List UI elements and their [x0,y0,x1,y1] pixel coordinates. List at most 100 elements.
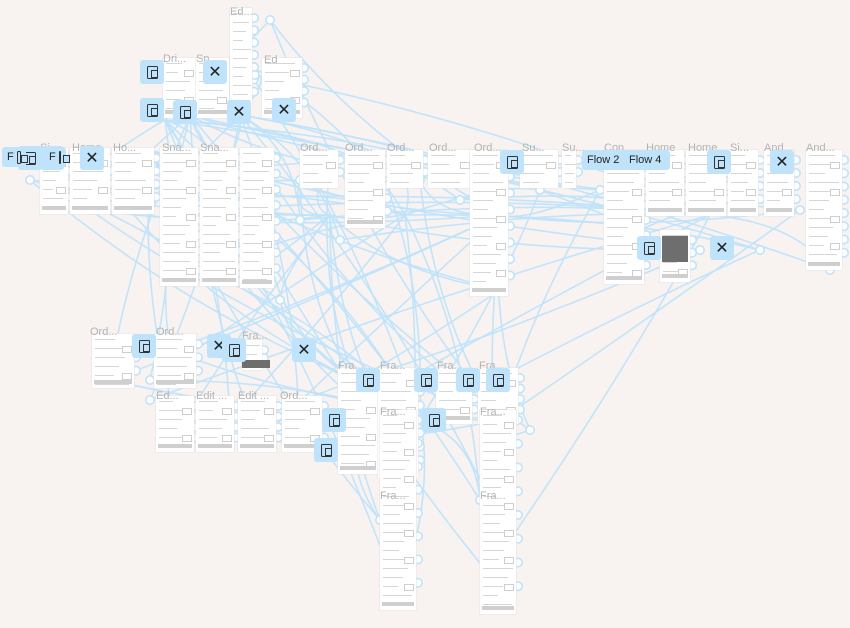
wireframe-field [373,162,383,169]
wireframe-line [483,550,504,551]
screen-frame-16[interactable] [562,150,577,188]
close-icon[interactable]: ✕ [227,100,251,124]
wireframe-line [95,339,115,340]
wireframe-line [483,604,512,605]
screen-frame-28[interactable] [196,396,234,452]
wireframe-line [241,428,269,429]
flow-start-node[interactable] [414,368,438,392]
wireframe-line [483,514,505,515]
flow-chip-2[interactable]: Flow 2 [582,150,634,170]
wireframe-line [523,164,549,165]
flow-chip-0[interactable]: F [2,147,29,167]
wireframe-line [241,437,264,438]
screen-frame-8[interactable] [200,148,238,286]
screen-frame-29[interactable] [238,396,276,452]
flow-start-node[interactable] [456,368,480,392]
flow-start-node[interactable] [140,98,164,122]
wireframe-line [199,437,217,438]
screen-frame-6[interactable] [112,148,154,214]
screen-frame-36[interactable] [480,410,516,614]
wireframe-line [265,90,279,91]
wireframe-field [496,216,506,223]
wireframe-line [341,400,361,401]
wireframe-line [243,270,272,271]
wireframe-line [166,90,186,91]
screen-frame-27[interactable] [156,396,194,452]
close-icon[interactable]: ✕ [203,60,227,84]
wireframe-field [222,435,232,442]
flow-start-node[interactable] [322,408,346,432]
wireframe-field [226,214,236,221]
screen-frame-11[interactable] [345,150,385,228]
connection-port-209 [524,424,535,435]
wireframe-field [496,243,506,250]
wireframe-line [199,428,222,429]
flow-start-node[interactable] [173,100,197,124]
wireframe-line [203,252,221,253]
screen-frame-20[interactable] [728,150,758,216]
flow-start-node[interactable] [500,150,524,174]
wireframe-line [157,384,176,385]
wireframe-line [243,261,259,262]
wireframe-button [606,276,642,280]
flow-chip-3[interactable]: Flow 4 [624,150,670,170]
wireframe-line [163,198,187,199]
screen-frame-35[interactable] [380,410,416,610]
wireframe-line [473,155,499,156]
wireframe-line [523,155,554,156]
connection-wire-96 [354,249,701,381]
wireframe-line [233,94,248,95]
close-icon[interactable]: ✕ [710,236,734,260]
wireframe-field [186,160,196,167]
flow-start-node[interactable] [222,338,246,362]
wireframe-field [182,408,192,415]
close-icon[interactable]: ✕ [292,338,316,362]
wireframe-field [830,189,840,196]
flow-start-node[interactable] [707,150,731,174]
close-icon[interactable]: ✕ [770,150,794,174]
screen-frame-10[interactable] [300,150,338,188]
frame-label: Ed... [156,390,179,402]
flow-start-node[interactable] [422,408,446,432]
flow-start-node[interactable] [356,368,380,392]
connection-port-175 [24,175,35,186]
wireframe-line [431,173,466,174]
flow-start-node[interactable] [314,438,338,462]
screen-frame-12[interactable] [387,150,423,188]
flow-start-node[interactable] [140,60,164,84]
screen-frame-0[interactable] [230,8,252,108]
flow-chip-1[interactable]: F [44,147,72,167]
wireframe-field [142,160,152,167]
dark-image-block-0 [242,360,270,368]
wireframe-button [242,280,272,284]
wireframe-line [341,391,366,392]
wireframe-line [243,189,260,190]
close-icon[interactable]: ✕ [272,98,296,122]
wireframe-line [767,200,780,201]
wireframe-line [689,200,716,201]
screen-frame-13[interactable] [428,150,472,188]
wireframe-line [243,207,269,208]
screen-frame-22[interactable] [806,150,842,270]
screen-frame-15[interactable] [520,150,558,188]
wireframe-field [504,530,514,537]
wireframe-line [483,496,496,497]
screen-frame-24[interactable] [92,334,134,388]
wireframe-line [341,418,371,419]
wireframe-line [483,586,504,587]
wireframe-line [649,200,670,201]
wireframe-field [262,214,272,221]
screen-frame-9[interactable] [240,148,274,288]
screen-frame-7[interactable] [160,148,198,286]
screen-frame-17[interactable] [604,150,644,284]
screen-frame-14[interactable] [470,150,508,296]
wireframe-line [381,391,411,392]
flow-start-node[interactable] [637,236,661,260]
flow-start-node[interactable] [132,334,156,358]
screen-frame-25[interactable] [154,334,196,388]
close-icon[interactable]: ✕ [80,146,104,170]
flow-start-node[interactable] [486,368,510,392]
wireframe-line [115,171,131,172]
wireframe-line [245,354,257,355]
